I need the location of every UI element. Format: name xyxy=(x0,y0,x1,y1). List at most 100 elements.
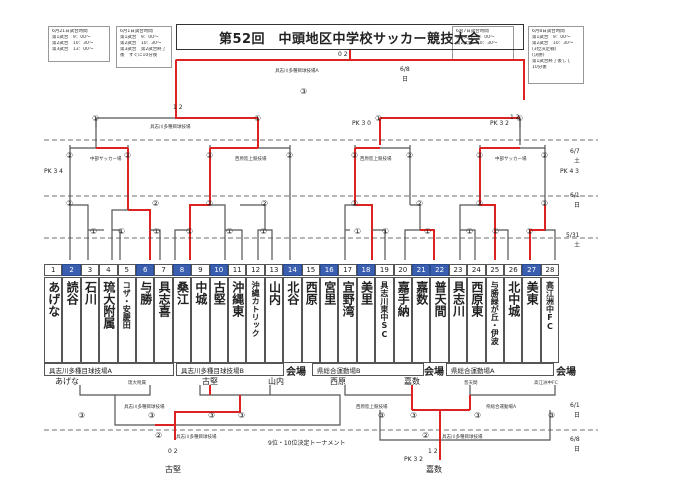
venue-box-4: 県総合運動場A xyxy=(446,363,554,376)
loser-right-3: 普天間 xyxy=(464,381,478,386)
team-name-label: 中城 xyxy=(193,281,208,305)
team-number-9: 9 xyxy=(191,264,210,276)
team-name-19: 具志川東中SC xyxy=(375,277,394,363)
team-number-16: 16 xyxy=(320,264,339,276)
pk-right: PK 4 3 xyxy=(560,168,580,175)
venue-kaijo-4: 会場 xyxy=(556,367,576,378)
qf-circle-7: ② xyxy=(476,151,484,160)
loser-left-4: 山内 xyxy=(268,377,284,386)
r2-circle-5: ② xyxy=(351,199,359,208)
loser-day-2: 日 xyxy=(574,446,581,453)
team-name-7: 具志喜 xyxy=(154,277,173,363)
venue-kaijo-2: 会場 xyxy=(286,367,306,378)
r1-circle-10: ① xyxy=(466,227,474,236)
venue-box-3: 県総合運動場B xyxy=(312,363,424,376)
team-name-label: 宮里 xyxy=(322,281,337,305)
loser-circle-1: ③ xyxy=(78,411,86,420)
r1-circle-6: ① xyxy=(260,227,268,236)
final-date: 6/8 xyxy=(400,66,410,73)
team-name-label: 具志川東中SC xyxy=(379,281,389,339)
loser-right-4: 高江洲中FC xyxy=(534,381,558,386)
date-2: 6/1 xyxy=(570,192,580,199)
loser-circle-8: ③ xyxy=(548,411,556,420)
r1-circle-12: ① xyxy=(526,227,534,236)
team-name-4: 琉大附属 xyxy=(99,277,118,363)
final-day: 日 xyxy=(402,76,409,83)
r2-circle-4: ② xyxy=(261,199,269,208)
team-number-14: 14 xyxy=(283,264,302,276)
day-2: 日 xyxy=(574,202,581,209)
schedule-note-3: 6月7日試合時間第1試合 9：00〜 第2試合 10：30〜 xyxy=(452,26,514,60)
semi-circle-4: ① xyxy=(516,114,524,123)
loser-left-venue: 具志川多種目球技場 xyxy=(124,405,165,410)
qf-circle-1: ② xyxy=(66,151,74,160)
qf-venue-3: 西原陸上競技場 xyxy=(360,157,392,162)
team-name-14: 北谷 xyxy=(283,277,302,363)
day-1: 土 xyxy=(574,158,581,165)
qf-circle-8: ② xyxy=(541,151,549,160)
loser-left-2: 琉大附属 xyxy=(128,381,146,386)
team-name-28: 高江洲中FC xyxy=(540,277,560,363)
r1-circle-3: ① xyxy=(153,227,161,236)
team-name-11: 沖縄東 xyxy=(228,277,247,363)
team-number-19: 19 xyxy=(375,264,394,276)
semi-circle-3: ① xyxy=(375,114,383,123)
venue-box-1: 具志川多種目球技場A xyxy=(44,363,174,376)
team-number-1: 1 xyxy=(44,264,63,276)
team-name-label: あげな xyxy=(46,281,61,317)
team-number-18: 18 xyxy=(356,264,376,276)
loser-circle-7: ③ xyxy=(474,411,482,420)
team-name-label: 嘉数 xyxy=(414,281,429,305)
loser-circle-2: ③ xyxy=(148,411,156,420)
r2-circle-8: ② xyxy=(541,199,549,208)
team-name-1: あげな xyxy=(44,277,63,363)
team-name-label: 桑江 xyxy=(175,281,190,305)
loser-date-2: 6/8 xyxy=(570,436,580,443)
team-name-label: 北谷 xyxy=(285,281,300,305)
r1-circle-1: ① xyxy=(90,227,98,236)
qf-venue-2: 西原陸上競技場 xyxy=(235,157,267,162)
final-round-circle: ③ xyxy=(300,87,308,96)
team-name-6: 与勝 xyxy=(136,277,155,363)
team-name-3: 石川 xyxy=(80,277,100,363)
team-name-label: 嘉手納 xyxy=(396,281,411,317)
team-number-27: 27 xyxy=(522,264,541,276)
team-number-7: 7 xyxy=(154,264,173,276)
team-name-27: 美東 xyxy=(522,277,541,363)
qf-venue-1: 中部サッカー場 xyxy=(90,157,122,162)
day-3: 土 xyxy=(574,242,581,249)
team-number-5: 5 xyxy=(117,264,136,276)
loser-right-2: 嘉数 xyxy=(404,377,420,386)
schedule-note-2: 6月1日試合時間第1試合 9：00〜 第2試合 10：30〜第3試合 第2試合終… xyxy=(116,26,172,68)
loser-date-1: 6/1 xyxy=(570,402,580,409)
r1-circle-8: ① xyxy=(382,227,390,236)
final-venue: 具志川多種目球技場A xyxy=(275,69,319,74)
r1-circle-9: ① xyxy=(424,227,432,236)
r2-circle-7: ② xyxy=(476,199,484,208)
team-number-25: 25 xyxy=(485,264,504,276)
team-name-18: 美里 xyxy=(356,277,376,363)
team-name-label: 高江洲中FC xyxy=(545,281,555,331)
team-name-label: 美里 xyxy=(359,281,374,305)
team-name-17: 宜野湾 xyxy=(338,277,357,363)
team-name-label: 沖縄東 xyxy=(230,281,245,317)
team-name-label: 古堅 xyxy=(212,281,227,305)
team-number-28: 28 xyxy=(540,264,560,276)
team-name-label: 西原 xyxy=(304,281,319,305)
qf-circle-3: ② xyxy=(206,151,214,160)
team-number-11: 11 xyxy=(228,264,247,276)
qf-circle-4: ② xyxy=(286,151,294,160)
loser-right-score: 1 2 xyxy=(428,448,438,455)
team-name-8: 桑江 xyxy=(172,277,192,363)
winner-left: 古堅 xyxy=(165,465,181,474)
semi-right-score: 1 2 xyxy=(510,114,520,121)
team-name-23: 具志川 xyxy=(448,277,468,363)
date-1: 6/7 xyxy=(570,148,580,155)
team-name-label: 与勝 xyxy=(138,281,153,305)
winner-right: 嘉数 xyxy=(426,465,442,474)
loser-day-1: 日 xyxy=(574,412,581,419)
loser-circle-3: ③ xyxy=(208,411,216,420)
semi-circle-2: ① xyxy=(254,114,262,123)
team-name-label: 具志喜 xyxy=(157,281,172,317)
